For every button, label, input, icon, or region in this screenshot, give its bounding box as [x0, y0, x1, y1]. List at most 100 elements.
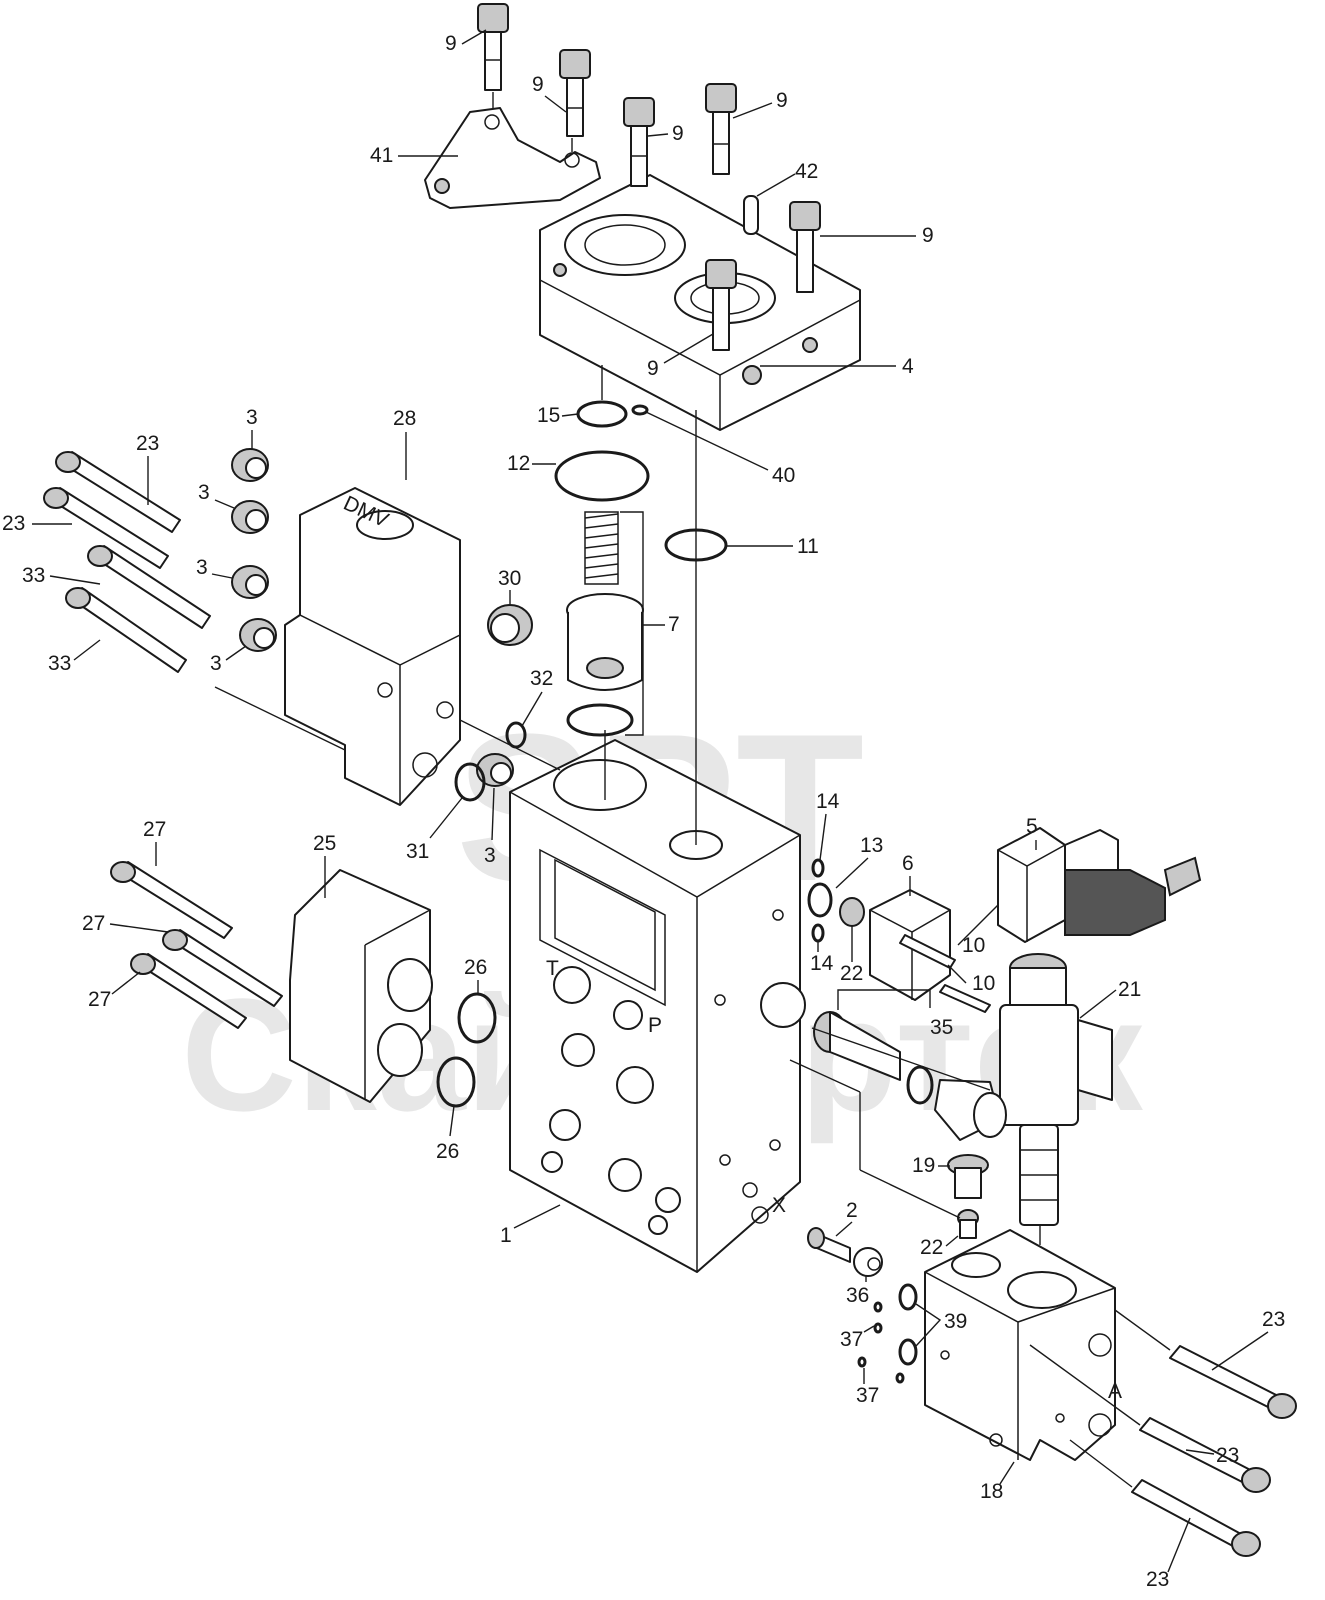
svg-text:7: 7: [668, 613, 680, 636]
callout: 36: [846, 1276, 869, 1307]
port-marking-p: P: [648, 1014, 662, 1037]
svg-text:2: 2: [846, 1199, 858, 1222]
svg-text:10: 10: [972, 972, 995, 995]
callout: 41: [370, 144, 458, 167]
callout: 9: [647, 122, 684, 145]
bolts-27: [110, 861, 283, 1029]
svg-text:22: 22: [840, 962, 863, 985]
cap-screws-9: [477, 3, 821, 351]
callout: 10: [947, 964, 995, 995]
callout: 14: [816, 790, 840, 861]
callout: 3: [246, 406, 258, 450]
callout: 19: [912, 1154, 950, 1177]
svg-text:35: 35: [930, 1016, 953, 1039]
svg-text:36: 36: [846, 1284, 869, 1307]
svg-text:41: 41: [370, 144, 393, 167]
o-ring-26-b: [436, 1056, 476, 1108]
plug-22-a: [839, 897, 865, 927]
svg-text:9: 9: [922, 224, 934, 247]
svg-text:21: 21: [1118, 978, 1141, 1001]
port-marking-a: A: [1108, 1380, 1122, 1403]
cartridge-35: [813, 1011, 1007, 1141]
ring-32: [505, 721, 527, 749]
svg-text:10: 10: [962, 934, 985, 957]
svg-text:12: 12: [507, 452, 530, 475]
svg-text:3: 3: [196, 556, 208, 579]
callout: 27: [88, 971, 141, 1011]
screw-9-f: [705, 259, 737, 351]
svg-text:3: 3: [198, 481, 210, 504]
svg-text:15: 15: [537, 404, 560, 427]
svg-text:3: 3: [484, 844, 496, 867]
callout: 10: [957, 904, 999, 957]
svg-text:33: 33: [22, 564, 45, 587]
svg-text:31: 31: [406, 840, 429, 863]
main-body-1: T P X: [509, 739, 806, 1273]
callout: 9: [532, 73, 567, 113]
o-ring-39-b: [898, 1338, 918, 1366]
callout: 7: [620, 511, 680, 736]
callout: 1: [500, 1204, 561, 1247]
o-ring-39-a: [898, 1283, 918, 1311]
callout: 3: [196, 556, 233, 579]
spring-cartridge-7: [566, 511, 644, 737]
svg-text:9: 9: [445, 32, 457, 55]
svg-text:14: 14: [810, 952, 834, 975]
o-ring-40: [631, 404, 649, 416]
callout: 26: [464, 956, 487, 994]
callout: 32: [521, 667, 553, 727]
callout: 39: [915, 1303, 967, 1347]
callout: 28: [393, 407, 416, 480]
callout: 42: [756, 160, 818, 197]
callout: 22: [920, 1235, 959, 1259]
fitting-36: [853, 1247, 883, 1277]
callout: 15: [537, 404, 579, 427]
callout: 33: [48, 639, 101, 675]
callout-labels: 9 9 9 9 9 9 41 42 4 15 40 12 11 7 28 3 3…: [2, 29, 1285, 1591]
svg-text:32: 32: [530, 667, 553, 690]
bolts-left-23-33: [43, 451, 211, 673]
svg-text:5: 5: [1026, 815, 1038, 838]
svg-text:23: 23: [1216, 1444, 1239, 1467]
callout: 27: [82, 912, 169, 935]
solenoid-valve-5: [997, 827, 1202, 943]
callout: 33: [22, 564, 101, 587]
callout: 23: [1185, 1444, 1239, 1467]
plug-22-b: [957, 1209, 979, 1239]
svg-text:25: 25: [313, 832, 336, 855]
callout: 12: [507, 452, 556, 475]
o-ring-15: [576, 400, 628, 428]
svg-text:23: 23: [136, 432, 159, 455]
callout: 37: [856, 1368, 879, 1407]
port-marking-x: X: [772, 1194, 786, 1217]
assembly-guides: [214, 92, 1171, 1488]
o-ring-12: [554, 450, 650, 502]
svg-text:42: 42: [795, 160, 818, 183]
callout: 40: [645, 411, 795, 487]
callout: 3: [484, 787, 496, 867]
svg-text:9: 9: [532, 73, 544, 96]
svg-text:22: 22: [920, 1236, 943, 1259]
callout: 27: [143, 818, 166, 866]
mounting-plate-41: [424, 107, 601, 209]
o-ring-31: [454, 762, 486, 802]
o-ring-14-b: [811, 923, 825, 943]
callout: 22: [840, 926, 863, 985]
callout: 23: [2, 512, 72, 535]
callout: 21: [1079, 978, 1141, 1019]
callout: 4: [760, 355, 914, 378]
svg-text:19: 19: [912, 1154, 935, 1177]
screw-9-d: [705, 83, 737, 175]
svg-text:30: 30: [498, 567, 521, 590]
callout: 9: [732, 89, 788, 119]
svg-text:13: 13: [860, 834, 883, 857]
svg-text:9: 9: [672, 122, 684, 145]
callout: 25: [313, 832, 336, 898]
callout: 31: [406, 797, 463, 863]
svg-text:14: 14: [816, 790, 840, 813]
svg-text:26: 26: [436, 1140, 459, 1163]
svg-text:9: 9: [647, 357, 659, 380]
callout: 35: [837, 989, 953, 1039]
svg-text:23: 23: [2, 512, 25, 535]
